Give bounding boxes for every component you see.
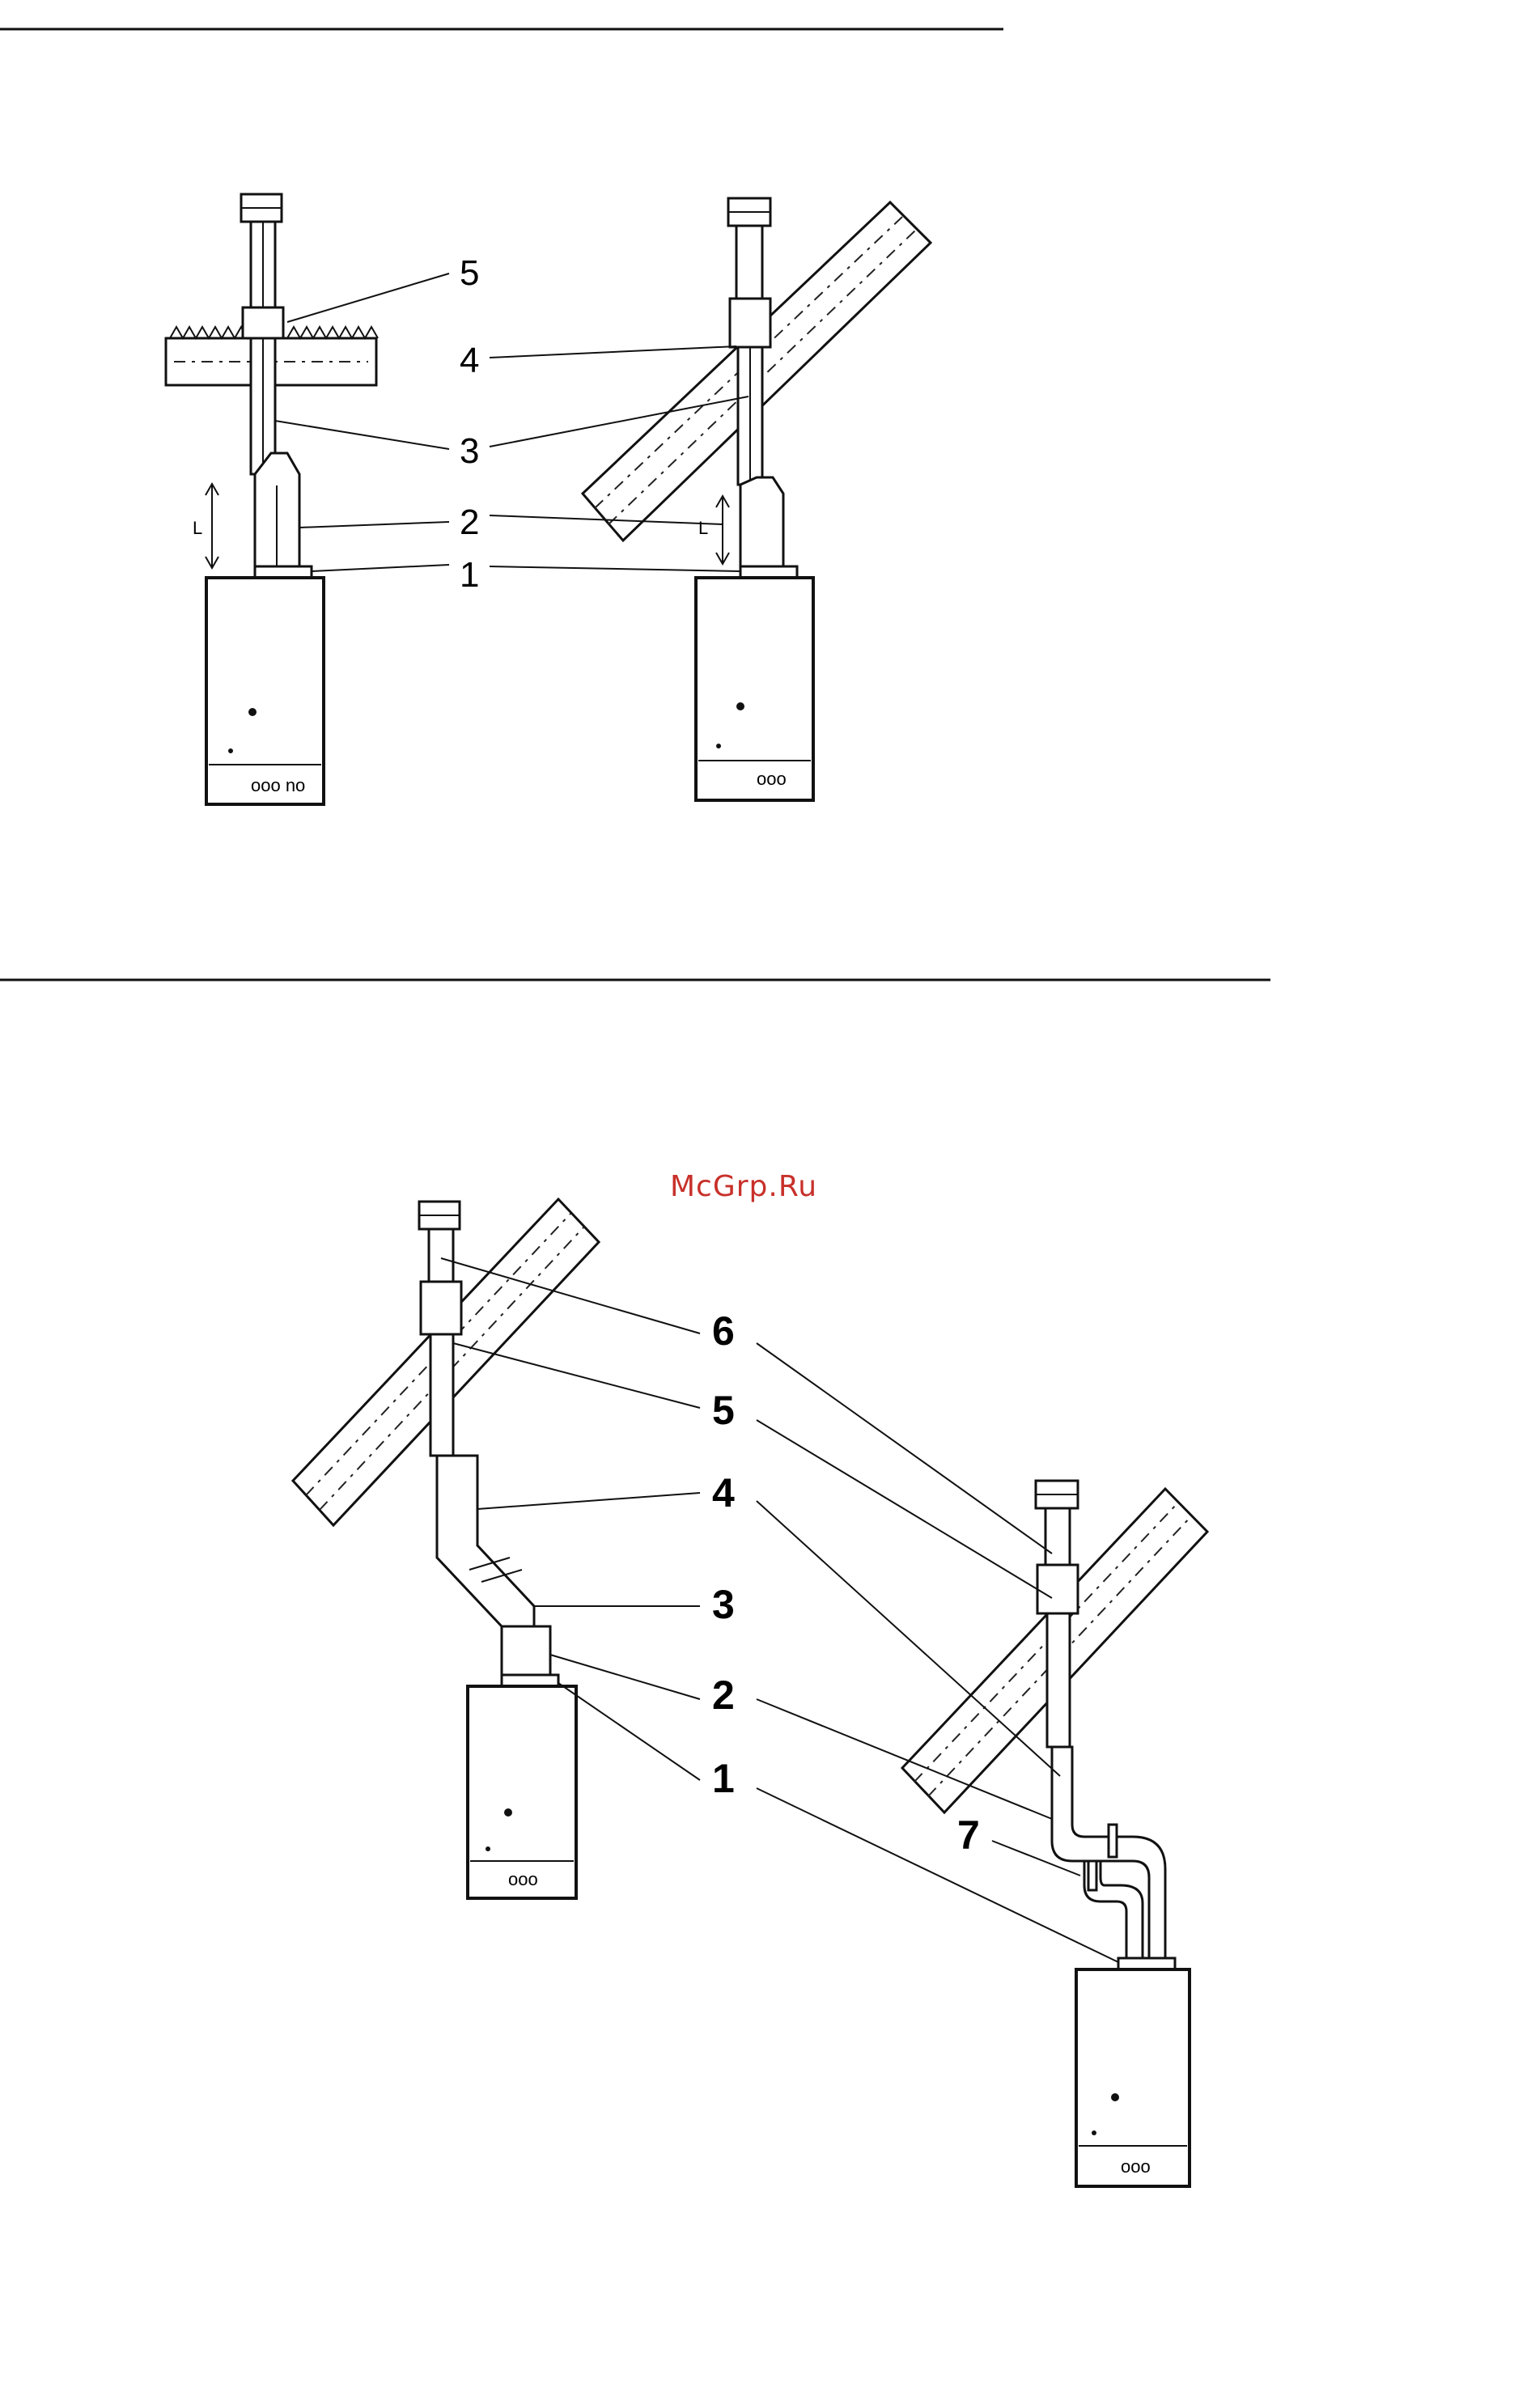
offset-flue-installation: ooo: [293, 1199, 700, 1898]
label-4-bottom: 4: [712, 1470, 735, 1516]
boiler-connector: [255, 566, 312, 578]
boiler-connector: [740, 566, 797, 578]
label-1-bottom: 1: [712, 1756, 735, 1801]
vertical-flue: [736, 226, 762, 299]
boiler-unit: [206, 578, 324, 804]
dimension-mark-right: L: [698, 518, 708, 538]
flat-roof-installation: ooo no L: [166, 194, 449, 804]
label-1-top: 1: [460, 555, 479, 595]
label-3-bottom: 3: [712, 1582, 735, 1627]
boiler-unit: [468, 1686, 576, 1898]
watermark: McGrp.Ru: [670, 1170, 817, 1203]
double-elbow-installation: ooo: [757, 1343, 1207, 2186]
svg-text:ooo: ooo: [757, 769, 787, 789]
boiler-unit: [1076, 1969, 1190, 2186]
label-6-bottom: 6: [712, 1308, 735, 1354]
pitched-roof-installation: ooo L: [490, 198, 931, 800]
label-5-top: 5: [460, 253, 479, 293]
label-7-bottom: 7: [957, 1812, 980, 1858]
boiler-connector: [1118, 1958, 1175, 1969]
boiler-unit: [696, 578, 813, 800]
label-4-top: 4: [460, 341, 479, 380]
dimension-mark-left: L: [193, 518, 202, 538]
svg-text:ooo: ooo: [508, 1869, 538, 1889]
label-3-top: 3: [460, 431, 479, 471]
svg-text:ooo no: ooo no: [251, 775, 305, 795]
label-5-bottom: 5: [712, 1388, 735, 1433]
label-2-bottom: 2: [712, 1672, 735, 1718]
boiler-connector: [502, 1675, 558, 1686]
flue-adapter: [740, 477, 783, 570]
offset-section: [502, 1626, 550, 1675]
label-2-top: 2: [460, 502, 479, 542]
roof-collar: [243, 307, 283, 338]
offset-elbow-upper: [437, 1456, 534, 1626]
svg-text:ooo: ooo: [1121, 2156, 1151, 2177]
